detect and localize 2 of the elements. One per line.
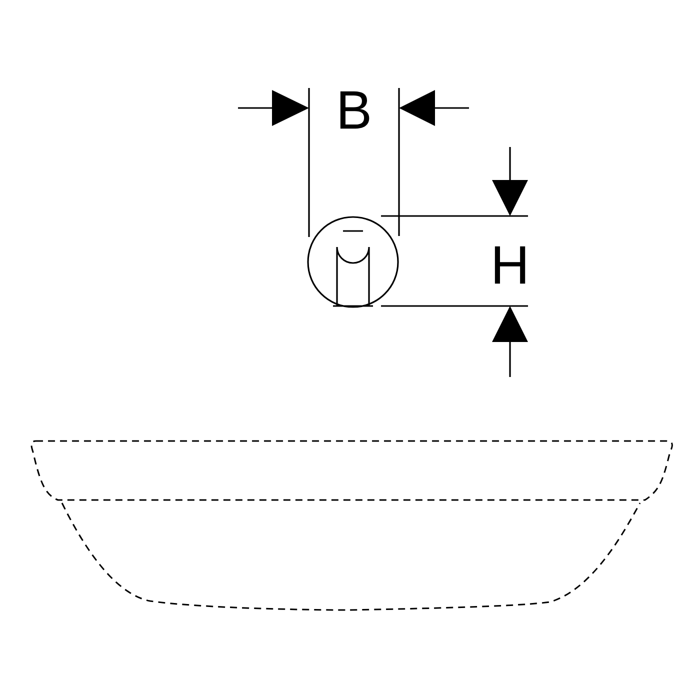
dimension-label: H bbox=[494, 246, 526, 284]
dimension-label: B bbox=[340, 91, 370, 129]
